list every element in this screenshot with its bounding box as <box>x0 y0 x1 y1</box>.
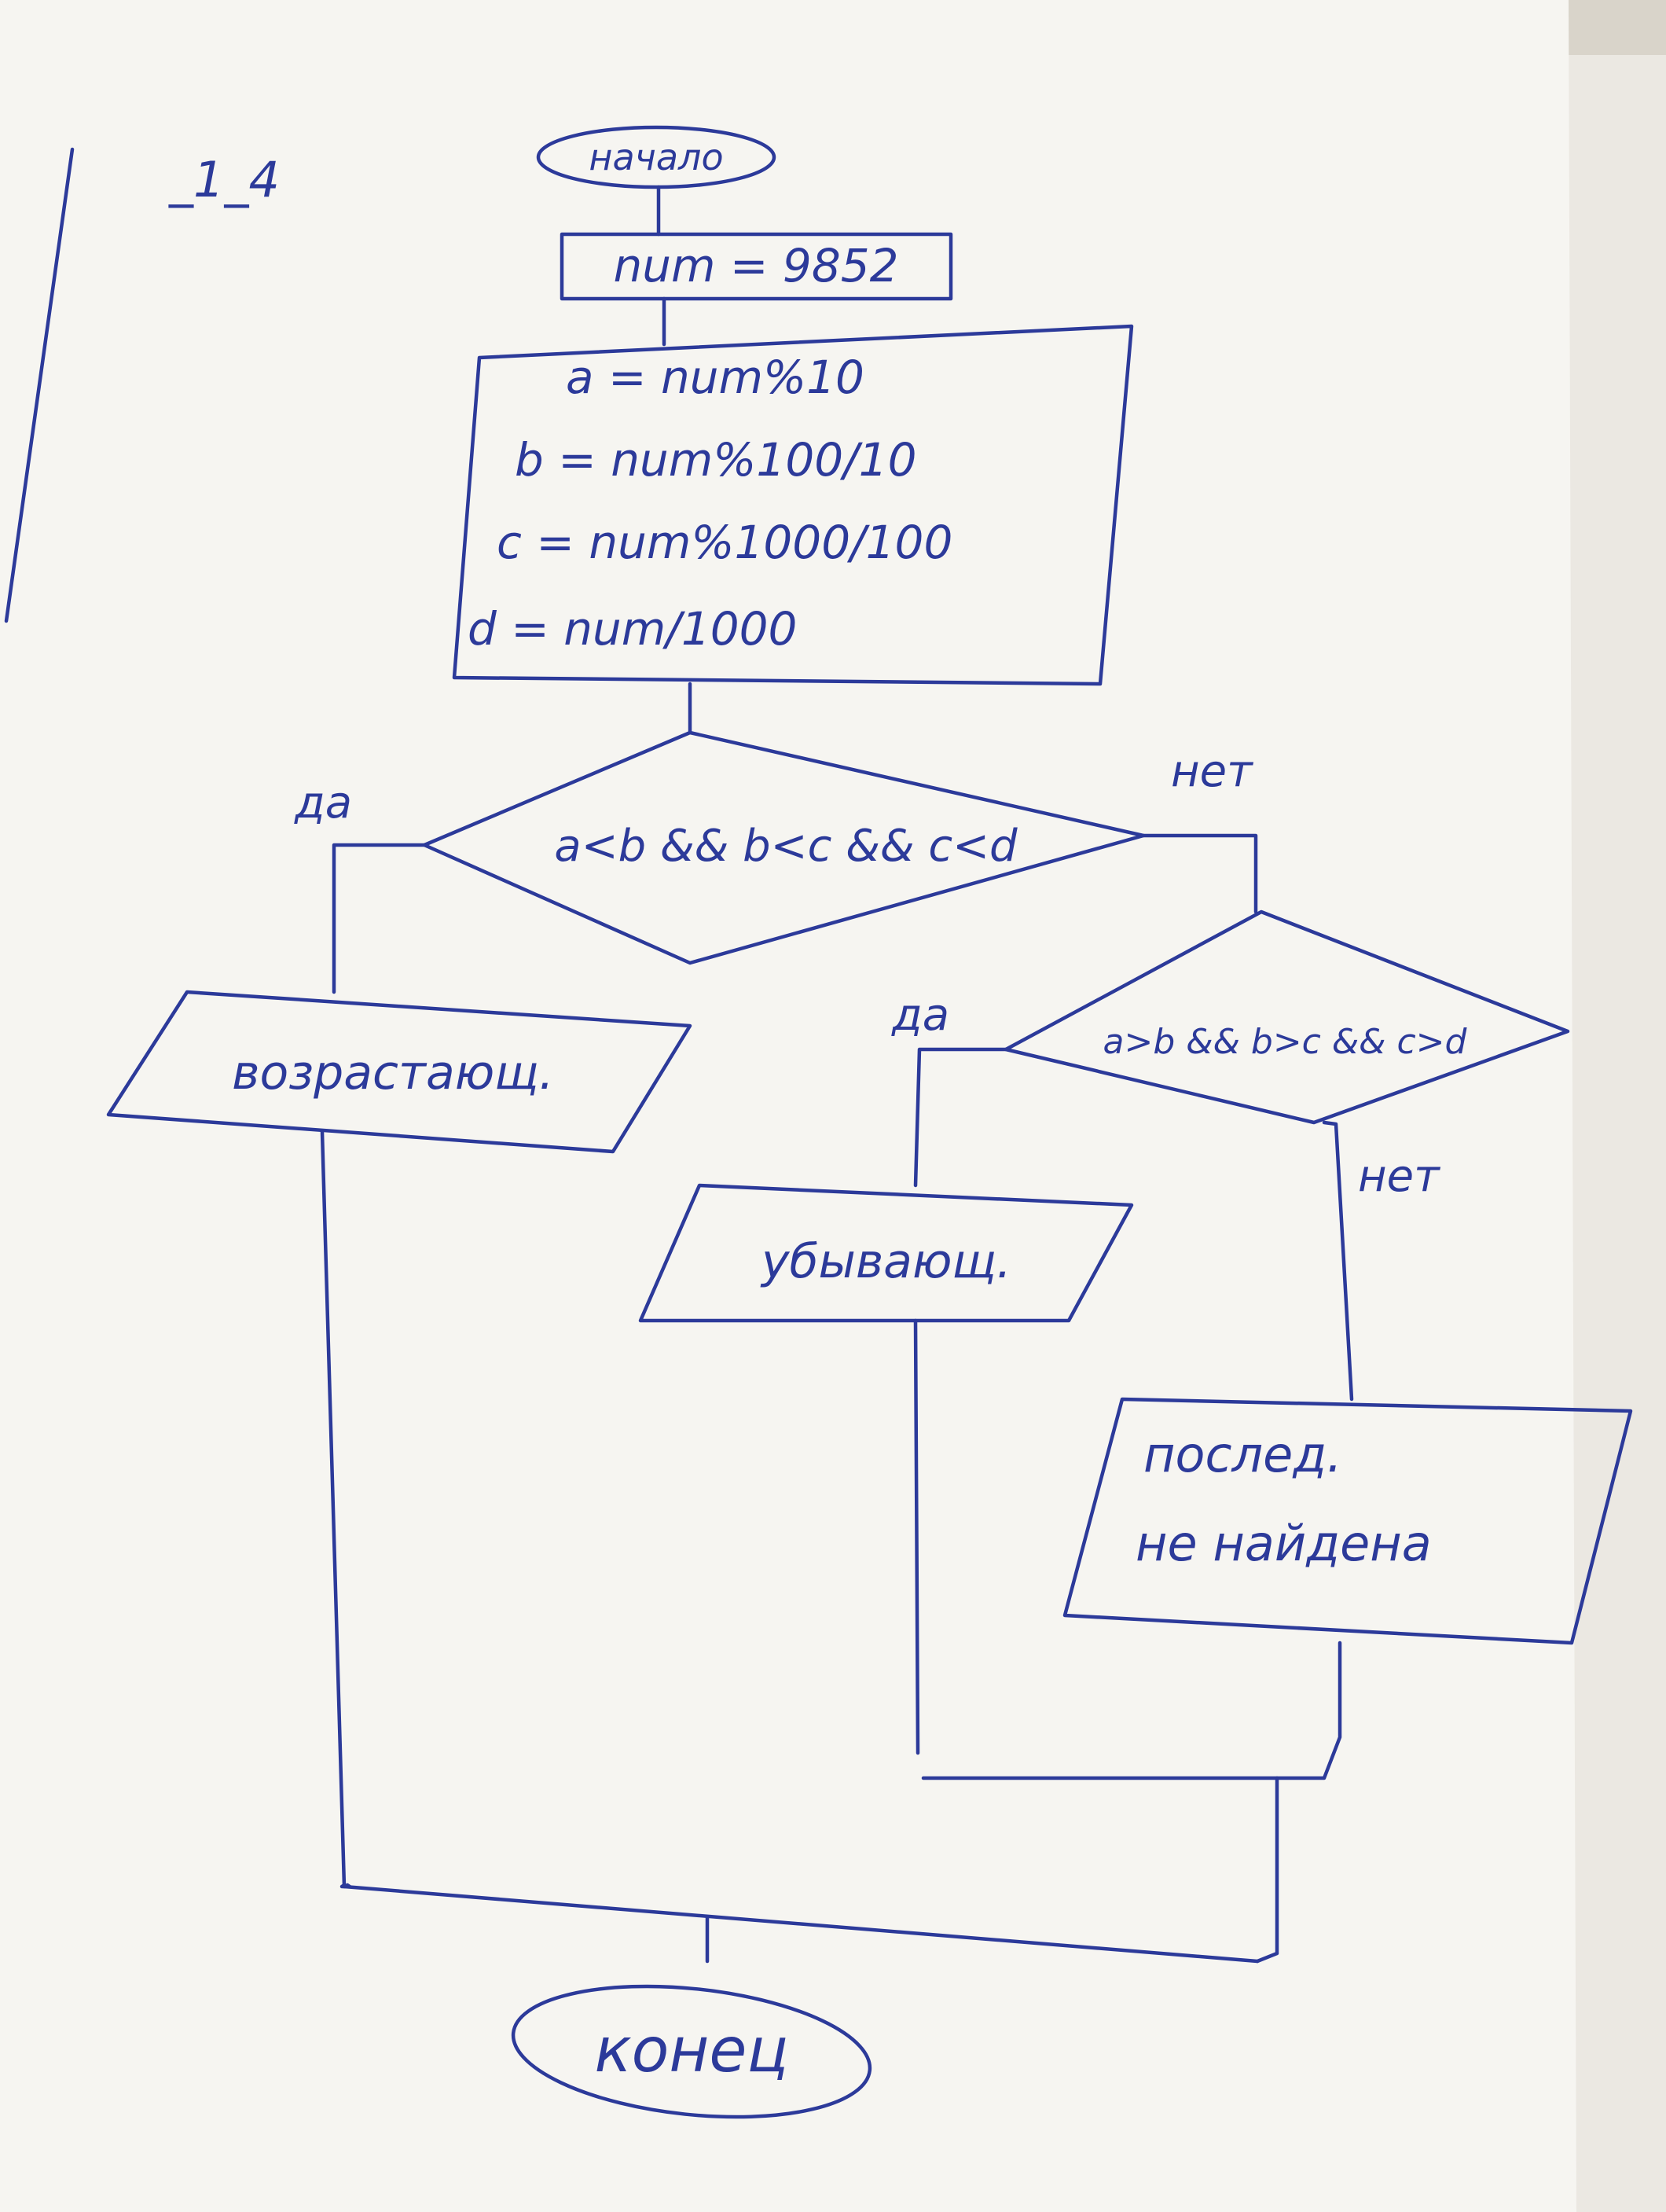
decision-2-condition: a>b && b>c && c>d <box>1103 1022 1468 1062</box>
decision-1-no-label: нет <box>1171 746 1253 797</box>
paper-back-sheet <box>1564 55 1666 2212</box>
process-line-2: b = num%100/10 <box>515 433 916 487</box>
margin-line <box>4 147 75 623</box>
decision-1-condition: a<b && b<c && c<d <box>554 821 1018 872</box>
process-box: a = num%10 b = num%100/10 c = num%1000/1… <box>452 324 1134 686</box>
start-terminal: начало <box>536 125 776 189</box>
decision-2-no-label: нет <box>1358 1151 1440 1202</box>
connector-increasing-merge <box>320 1130 347 1889</box>
decision-2: a>b && b>c && c>d <box>1004 909 1570 1125</box>
output-not-found-line-2: не найдена <box>1136 1515 1432 1572</box>
end-terminal: конец <box>511 1984 872 2119</box>
connector-decision1-yes <box>332 843 427 994</box>
connector-decision2-no <box>1322 1120 1354 1402</box>
init-label: num = 9852 <box>613 239 898 292</box>
output-not-found-line-1: послед. <box>1143 1426 1342 1483</box>
start-label: начало <box>589 136 723 178</box>
paper-sheet <box>0 0 1576 2212</box>
connector-decision1-no <box>1141 833 1258 914</box>
connector-decreasing-merge <box>913 1318 920 1755</box>
end-label: конец <box>595 2015 789 2086</box>
page-label: _1_4 <box>168 151 280 208</box>
connector-inner-merge <box>1255 1776 1279 1964</box>
connector-decision2-yes <box>913 1047 1008 1188</box>
output-increasing: возрастающ. <box>106 990 692 1154</box>
process-line-4: d = num/1000 <box>468 602 797 656</box>
connector-merge-bottom <box>342 1884 1260 1964</box>
output-decreasing-label: убывающ. <box>760 1234 1011 1289</box>
init-box: num = 9852 <box>560 232 953 301</box>
output-decreasing: убывающ. <box>638 1183 1134 1323</box>
output-not-found: послед. не найдена <box>1062 1397 1633 1645</box>
process-line-3: c = num%1000/100 <box>497 516 952 569</box>
process-line-1: a = num%10 <box>566 351 864 404</box>
decision-1-yes-label: да <box>294 777 352 829</box>
decision-2-yes-label: да <box>891 990 949 1041</box>
output-increasing-label: возрастающ. <box>232 1045 554 1100</box>
connector-not-found-join <box>921 1641 1342 1780</box>
decision-1: a<b && b<c && c<d <box>422 730 1146 965</box>
